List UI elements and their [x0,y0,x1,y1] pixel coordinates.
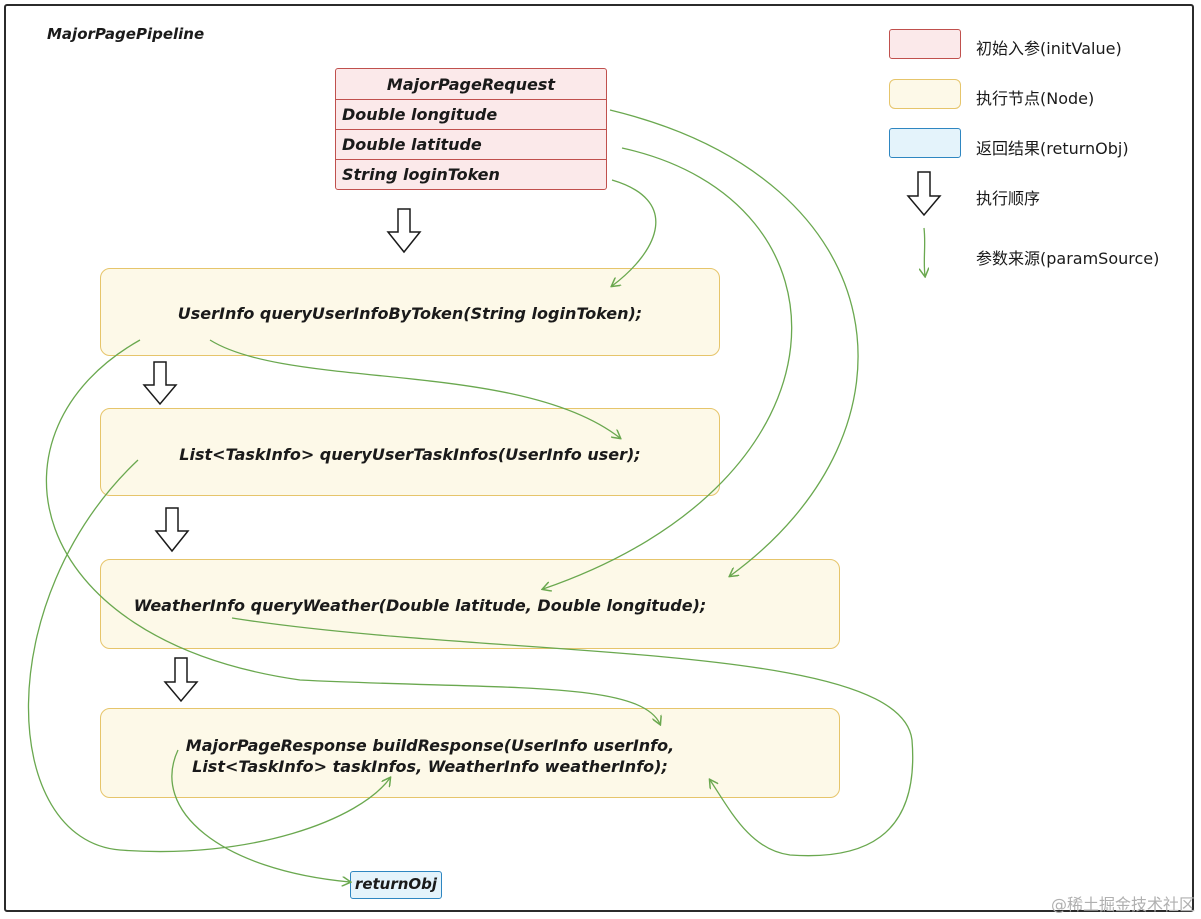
node-label: WeatherInfo queryWeather(Double latitude… [133,596,707,615]
legend-label: 初始入参(initValue) [976,39,1122,58]
legend-label: 执行节点(Node) [976,89,1095,108]
param-arrow-user-info-to-tasks [209,339,620,438]
node-query-user-task-infos: List<TaskInfo> queryUserTaskInfos(UserIn… [100,408,720,496]
node-build-response: MajorPageResponse buildResponse(UserInfo… [100,708,840,798]
exec-order-arrow-icon [154,507,190,553]
param-arrow-weather-to-response [231,617,914,857]
param-arrow-user-info-to-response [45,339,660,724]
legend-label: 参数来源(paramSource) [976,249,1160,268]
node-query-weather: WeatherInfo queryWeather(Double latitude… [100,559,840,649]
exec-order-arrow-icon [163,657,199,703]
request-table: MajorPageRequest Double longitude Double… [335,68,607,190]
param-arrow-tasks-to-response [27,459,390,853]
node-label: List<TaskInfo> queryUserTaskInfos(UserIn… [179,445,641,464]
diagram-frame [4,4,1194,912]
request-field: Double longitude [342,105,498,124]
diagram-title: MajorPagePipeline [47,25,205,43]
param-arrow-longitude [609,109,859,576]
watermark: @稀土掘金技术社区 [1050,895,1195,914]
legend-swatch-init-value [889,29,961,59]
request-field: Double latitude [342,135,482,154]
legend-param-source-arrow-icon [924,227,925,276]
legend-exec-order-arrow-icon [906,171,942,217]
param-arrow-login-token [612,179,657,286]
request-header: MajorPageRequest [386,75,556,94]
node-query-user-info: UserInfo queryUserInfoByToken(String log… [100,268,720,356]
legend-swatch-node [889,79,961,109]
exec-order-arrow-icon [142,361,178,406]
param-arrow-latitude [543,147,793,589]
legend-label: 返回结果(returnObj) [976,139,1129,158]
param-arrow-response-to-return [171,749,350,882]
request-field: String loginToken [342,165,500,184]
exec-order-arrow-icon [386,208,422,254]
legend-label: 执行顺序 [976,189,1041,208]
node-label: MajorPageResponse buildResponse(UserInfo… [185,736,675,755]
legend-swatch-return-obj [889,128,961,158]
node-label: List<TaskInfo> taskInfos, WeatherInfo we… [192,757,668,776]
node-label: UserInfo queryUserInfoByToken(String log… [177,304,643,323]
